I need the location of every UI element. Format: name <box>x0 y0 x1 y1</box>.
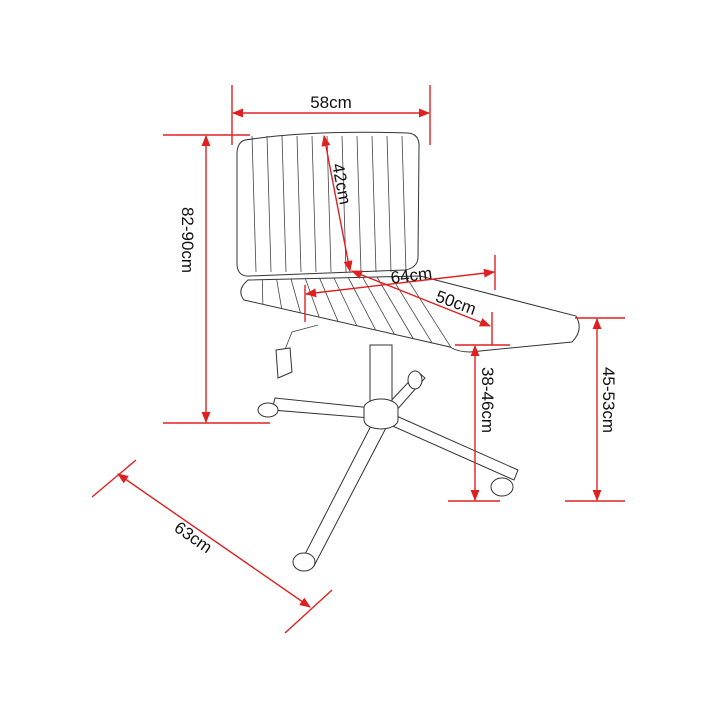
seat <box>240 275 580 353</box>
backrest-stripe <box>401 135 407 273</box>
backrest-stripe <box>266 135 272 273</box>
caster <box>407 370 423 390</box>
width-label: 58cm <box>310 93 352 112</box>
seat-width-label: 64cm <box>390 264 434 288</box>
caster <box>257 402 279 418</box>
seat-height-label: 38-46cm <box>478 367 497 433</box>
backrest-stripe <box>371 135 377 273</box>
base-diameter-label: 63cm <box>171 518 216 557</box>
seat-stripe <box>261 279 264 305</box>
backrest-stripe <box>296 135 302 273</box>
backrest-stripe <box>386 135 392 273</box>
total-height-label: 82-90cm <box>178 207 197 273</box>
chair-illustration <box>236 131 580 572</box>
caster <box>292 552 316 572</box>
backrest-stripe <box>251 135 257 273</box>
seat-stripe <box>290 278 301 314</box>
seat-front-height-label: 45-53cm <box>599 367 618 433</box>
chair-base <box>257 324 519 572</box>
caster <box>490 477 514 497</box>
seat-stripe <box>276 279 283 309</box>
backrest-stripe <box>311 135 317 273</box>
backrest-stripe <box>356 135 362 273</box>
dimension-lines <box>91 85 625 634</box>
height-lever <box>275 347 293 379</box>
backrest-stripe <box>281 135 287 273</box>
